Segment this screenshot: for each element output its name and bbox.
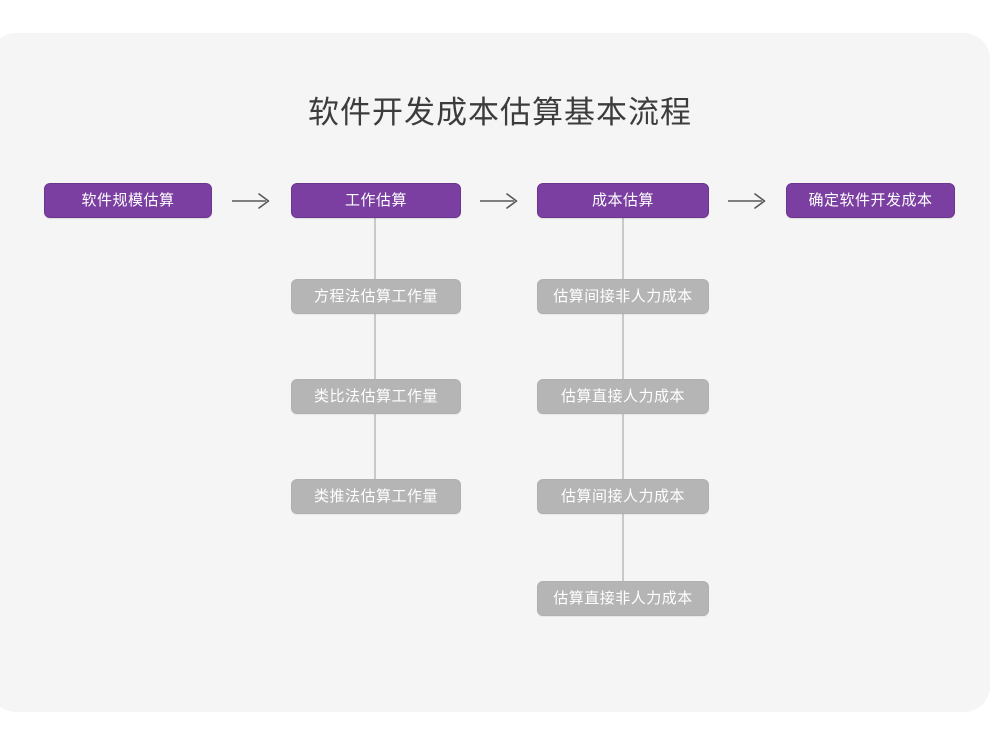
stage-node-software-scale-estimation[interactable]: 软件规模估算: [44, 183, 212, 218]
substep-node-equation-method-effort[interactable]: 方程法估算工作量: [291, 279, 461, 314]
right-arrow-icon-3: [726, 190, 770, 212]
connector-line-stage-2: [374, 215, 376, 485]
substep-node-indirect-nonlabor-cost[interactable]: 估算间接非人力成本: [537, 279, 709, 314]
substep-node-direct-nonlabor-cost[interactable]: 估算直接非人力成本: [537, 581, 709, 616]
content-card: [0, 33, 990, 712]
substep-node-indirect-labor-cost[interactable]: 估算间接人力成本: [537, 479, 709, 514]
right-arrow-icon-2: [478, 190, 522, 212]
page-title: 软件开发成本估算基本流程: [308, 95, 692, 130]
stage-node-effort-estimation[interactable]: 工作估算: [291, 183, 461, 218]
stage-node-determine-development-cost[interactable]: 确定软件开发成本: [786, 183, 955, 218]
right-arrow-icon-1: [230, 190, 274, 212]
substep-node-direct-labor-cost[interactable]: 估算直接人力成本: [537, 379, 709, 414]
substep-node-analogy-method-effort[interactable]: 类比法估算工作量: [291, 379, 461, 414]
substep-node-inference-method-effort[interactable]: 类推法估算工作量: [291, 479, 461, 514]
stage-node-cost-estimation[interactable]: 成本估算: [537, 183, 709, 218]
